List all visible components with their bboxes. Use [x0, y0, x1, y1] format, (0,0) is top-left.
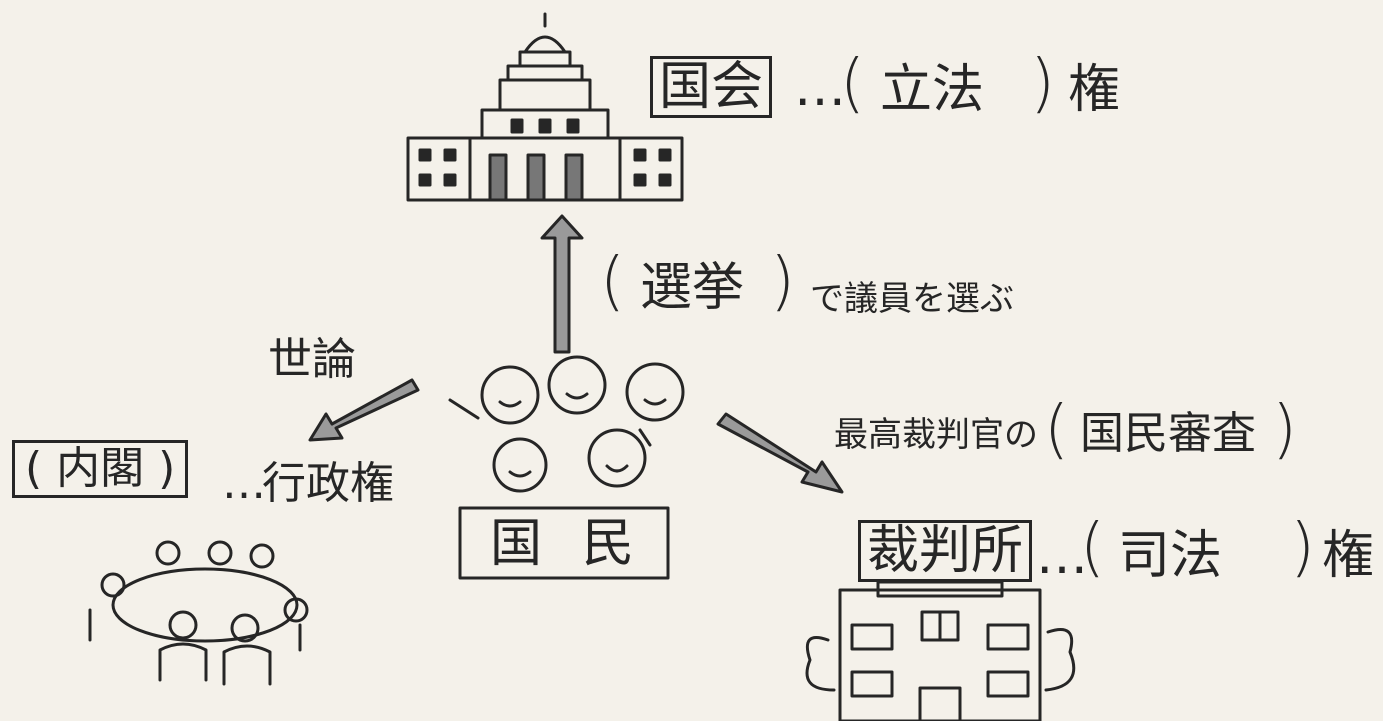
cabinet-ellipsis: …	[222, 458, 266, 509]
diet-close-paren: )	[1030, 47, 1055, 121]
cabinet-close-paren: )	[158, 443, 176, 494]
executive-power-label: 行政権	[262, 458, 394, 509]
court-open-paren: (	[1080, 511, 1105, 585]
review-open-paren: (	[1044, 393, 1069, 467]
public-opinion-arrow	[308, 378, 420, 442]
cabinet-meeting-illustration	[88, 540, 309, 686]
cabinet-answer: 内閣	[56, 443, 145, 494]
review-close-paren: )	[1272, 393, 1297, 467]
court-ellipsis: …	[1036, 526, 1088, 586]
judicial-power-suffix: 権	[1322, 526, 1375, 586]
judicial-power-answer: 司法	[1118, 526, 1223, 586]
election-open-paren: (	[600, 245, 625, 319]
review-arrow	[716, 412, 844, 494]
people-sign-label: 国民	[490, 514, 675, 574]
legislative-power-suffix: 権	[1068, 60, 1121, 120]
court-label: 裁判所	[858, 520, 1033, 582]
court-close-paren: )	[1290, 511, 1315, 585]
cabinet-label-box: ( 内閣 )	[12, 440, 189, 498]
election-description: で議員を選ぶ	[810, 279, 1014, 319]
diet-open-paren: (	[840, 47, 865, 121]
court-building-illustration	[805, 580, 1076, 721]
election-answer: 選挙	[640, 258, 745, 318]
diet-label: 国会	[650, 56, 773, 118]
legislative-power-answer: 立法	[880, 60, 985, 120]
people-illustration	[448, 355, 685, 580]
diet-ellipsis: …	[794, 58, 846, 118]
diet-building-illustration	[406, 12, 684, 202]
review-answer: 国民審査	[1080, 408, 1256, 459]
election-arrow	[540, 214, 584, 354]
public-opinion-label: 世論	[268, 334, 356, 385]
cabinet-open-paren: (	[25, 443, 43, 494]
election-close-paren: )	[770, 245, 795, 319]
review-description: 最高裁判官の	[834, 415, 1038, 455]
